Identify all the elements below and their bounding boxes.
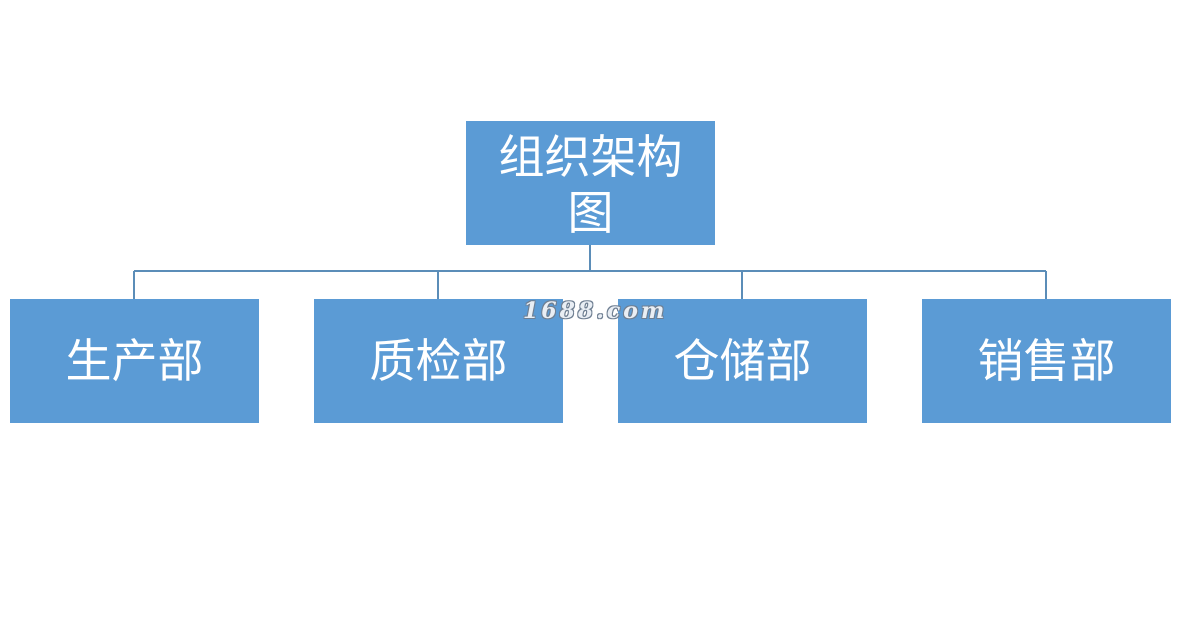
department-node-warehousing: 仓储部: [618, 299, 867, 423]
department-node-production: 生产部: [10, 299, 259, 423]
root-node-label: 组织架构图: [498, 130, 683, 240]
org-chart-root-node: 组织架构图: [466, 121, 715, 245]
department-node-sales: 销售部: [922, 299, 1171, 423]
department-label: 销售部: [977, 334, 1116, 388]
department-label: 仓储部: [673, 334, 812, 388]
department-label: 质检部: [369, 334, 508, 388]
department-label: 生产部: [65, 334, 204, 388]
watermark-text: 1688.com: [523, 298, 668, 324]
department-node-quality-inspection: 质检部: [314, 299, 563, 423]
